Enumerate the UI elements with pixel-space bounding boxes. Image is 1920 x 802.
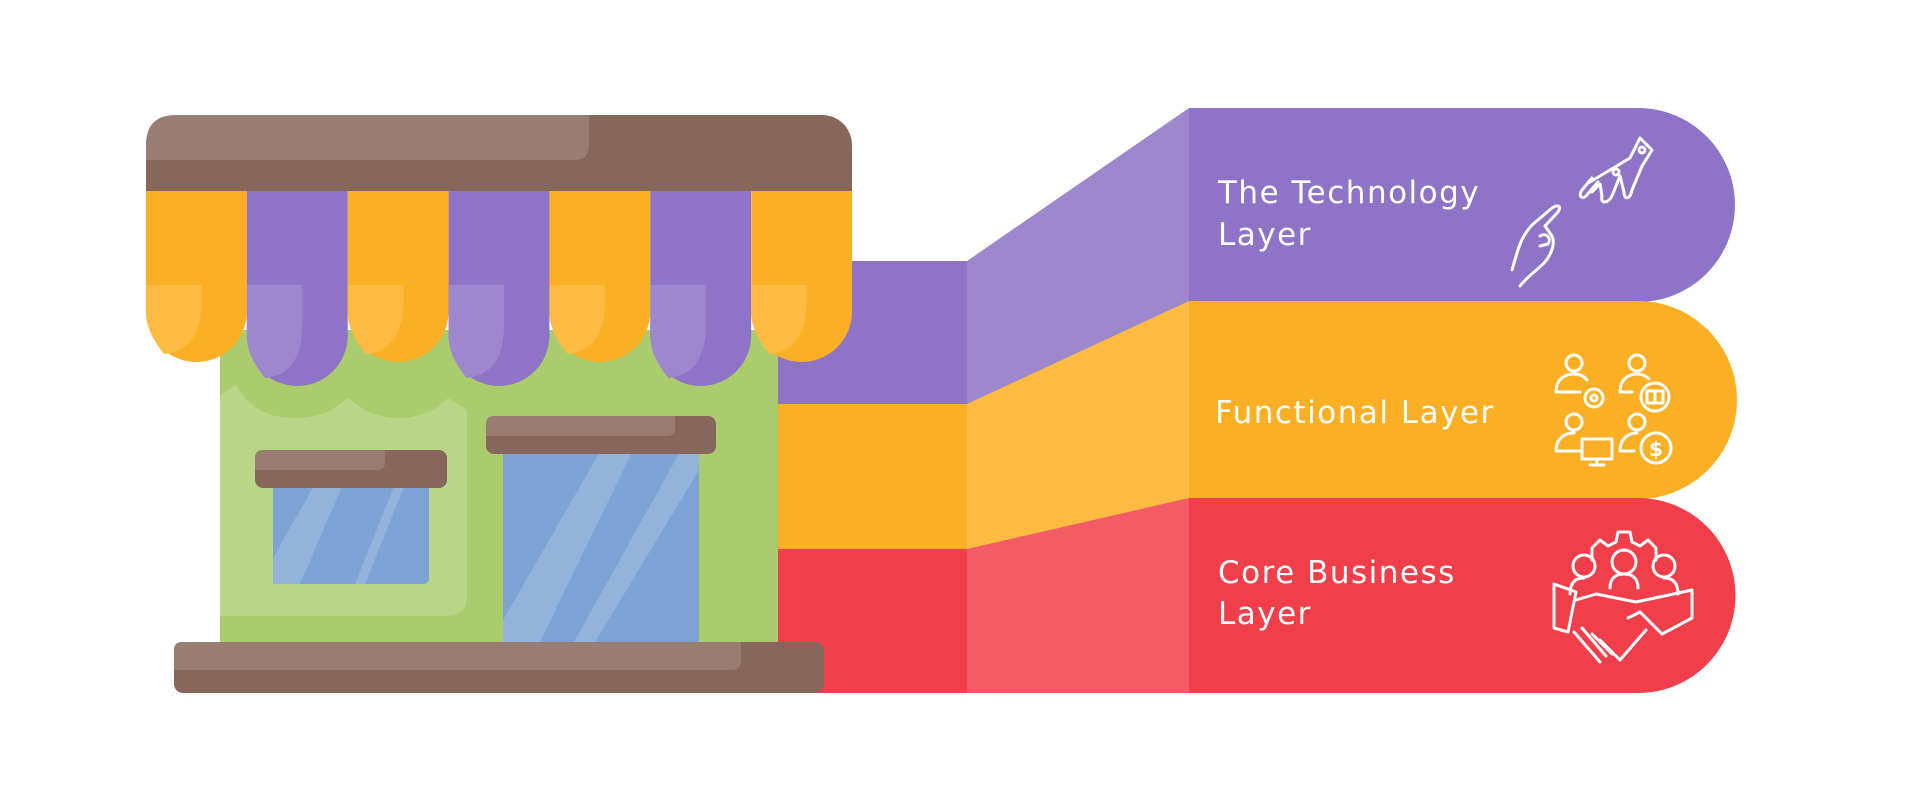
glass-reflection bbox=[574, 452, 699, 642]
small-window-awning-highlight bbox=[255, 450, 385, 470]
awning-stripe-orange bbox=[347, 190, 449, 363]
glass-reflection bbox=[355, 484, 405, 584]
core-business-layer-title-line1: Core Business bbox=[1218, 555, 1456, 591]
core-band-slant bbox=[967, 498, 1189, 693]
awning-stripe-orange bbox=[549, 190, 651, 362]
core-business-layer-card: Core Business Layer bbox=[1189, 498, 1736, 693]
store-building-illustration bbox=[146, 115, 852, 693]
technology-layer-card: The Technology Layer bbox=[1189, 108, 1735, 302]
functional-band-left bbox=[760, 404, 968, 550]
store-base-highlight bbox=[174, 642, 741, 670]
awning-top-highlight bbox=[146, 115, 589, 160]
striped-awning bbox=[146, 190, 852, 387]
awning-stripe-orange bbox=[751, 190, 852, 363]
technology-layer-title-line2: Layer bbox=[1218, 217, 1312, 253]
functional-layer-title: Functional Layer bbox=[1215, 395, 1495, 431]
glass-reflection bbox=[503, 452, 632, 642]
functional-layer-card: Functional Layer $ bbox=[1189, 301, 1737, 499]
awning-stripe-orange bbox=[146, 190, 247, 363]
functional-band-slant bbox=[967, 301, 1189, 550]
robot-human-hand-icon bbox=[1510, 136, 1654, 288]
core-business-layer-title-line2: Layer bbox=[1218, 596, 1312, 632]
awning-stripe-purple bbox=[448, 190, 550, 387]
technology-band-slant bbox=[967, 108, 1189, 405]
handshake-gear-team-icon bbox=[1552, 530, 1694, 664]
team-roles-icon: $ bbox=[1554, 353, 1673, 467]
awning-stripe-purple bbox=[246, 190, 348, 387]
glass-reflection bbox=[273, 484, 343, 584]
svg-text:$: $ bbox=[1649, 437, 1663, 461]
door-awning-highlight bbox=[486, 416, 675, 436]
technology-layer-title-line1: The Technology bbox=[1217, 175, 1480, 211]
awning-stripe-purple bbox=[650, 190, 752, 387]
